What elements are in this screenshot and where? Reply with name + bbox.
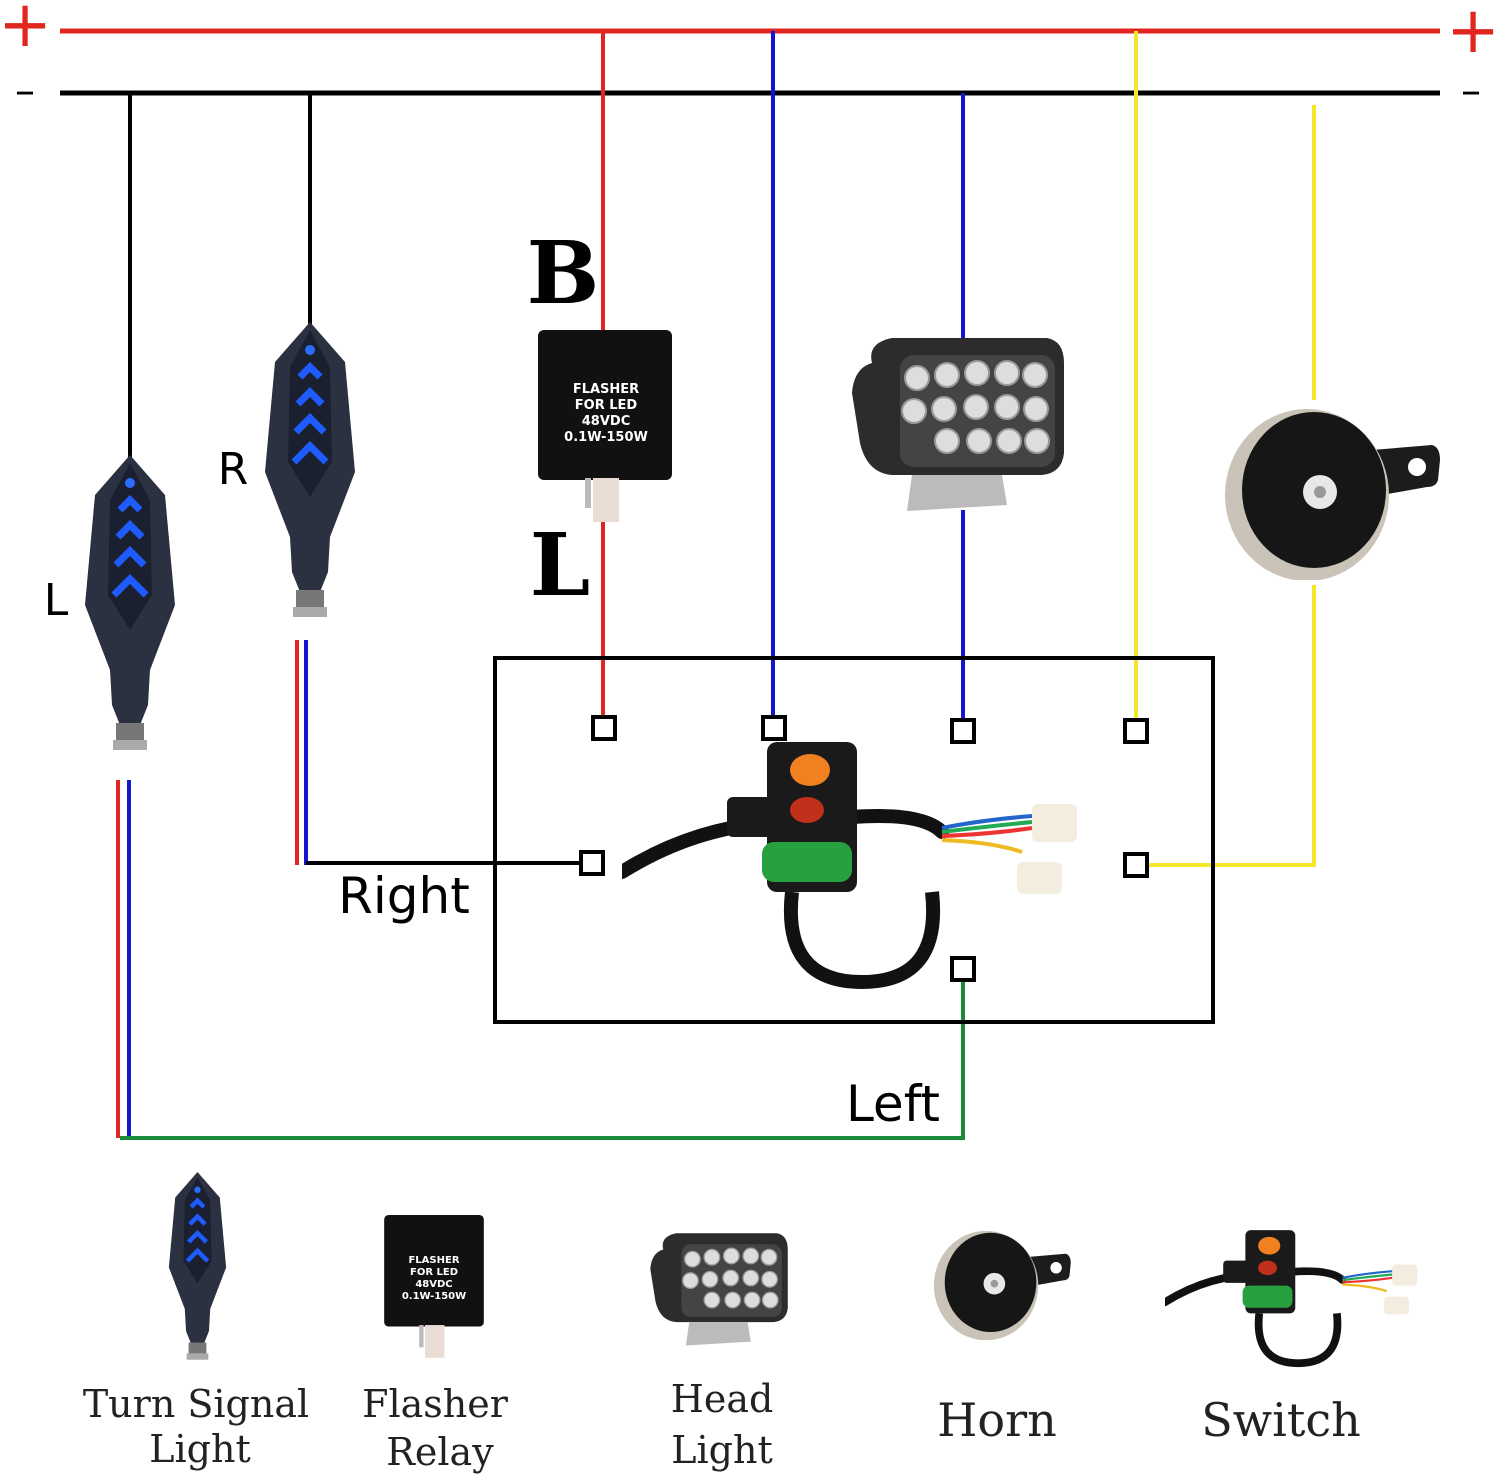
legend-horn-icon <box>933 1230 1071 1340</box>
legend-horn-label: Horn <box>937 1393 1056 1447</box>
wires <box>116 31 1316 1140</box>
terminal-right <box>579 850 605 876</box>
legend-head-light-line1: Head <box>671 1377 774 1421</box>
legend-flasher-text-2: FOR LED <box>410 1267 458 1278</box>
flasher-text-4: 0.1W-150W <box>564 430 648 445</box>
terminal-horn <box>1123 852 1149 878</box>
legend-flasher-relay-line1: Flasher <box>362 1382 509 1426</box>
left-turn-signal-image <box>85 455 175 750</box>
legend-turn-signal-line1: Turn Signal <box>83 1382 309 1426</box>
horn-image <box>1225 409 1440 580</box>
terminal-left <box>950 956 976 982</box>
positive-symbol-right: + <box>1446 0 1500 68</box>
legend-flasher-text-3: 48VDC <box>415 1279 452 1290</box>
relay-l-label: L <box>530 515 590 616</box>
signal-l-label: L <box>44 575 69 626</box>
legend-turn-signal-line2: Light <box>149 1427 250 1471</box>
legend-head-light-line2: Light <box>671 1428 772 1472</box>
legend-flasher-relay-line2: Relay <box>386 1430 494 1474</box>
terminal-horn-power <box>1123 718 1149 744</box>
terminal-relay <box>591 715 617 741</box>
flasher-relay-image: FLASHER FOR LED 48VDC 0.1W-150W <box>538 330 672 522</box>
legend-head-light-icon <box>650 1232 789 1347</box>
signal-r-label: R <box>218 444 249 495</box>
right-turn-signal-image <box>265 322 355 617</box>
flasher-text-2: FOR LED <box>575 398 638 413</box>
negative-symbol-right: – <box>1461 68 1481 114</box>
wire-left-switch <box>120 980 965 1140</box>
headlight-image <box>852 337 1065 512</box>
legend-flasher-text-4: 0.1W-150W <box>402 1291 466 1302</box>
terminals <box>579 715 1149 982</box>
legend-switch-icon <box>1165 1230 1417 1363</box>
positive-symbol-left: + <box>0 0 52 62</box>
left-label: Left <box>846 1075 940 1133</box>
legend-flasher-text-1: FLASHER <box>408 1255 459 1266</box>
switch-image <box>622 742 1077 982</box>
terminal-power <box>761 715 787 741</box>
flasher-text-3: 48VDC <box>582 414 630 429</box>
legend-turn-signal-icon <box>169 1172 226 1360</box>
legend-switch-label: Switch <box>1201 1393 1360 1447</box>
flasher-text-1: FLASHER <box>573 382 639 397</box>
legend-flasher-relay-icon: FLASHER FOR LED 48VDC 0.1W-150W <box>384 1215 484 1358</box>
right-label: Right <box>338 867 470 925</box>
switch-box <box>493 656 1215 1024</box>
relay-b-label: B <box>527 223 600 324</box>
terminal-headlight <box>950 718 976 744</box>
negative-symbol-left: – <box>15 68 35 114</box>
wire-horn-switch <box>1148 585 1316 867</box>
